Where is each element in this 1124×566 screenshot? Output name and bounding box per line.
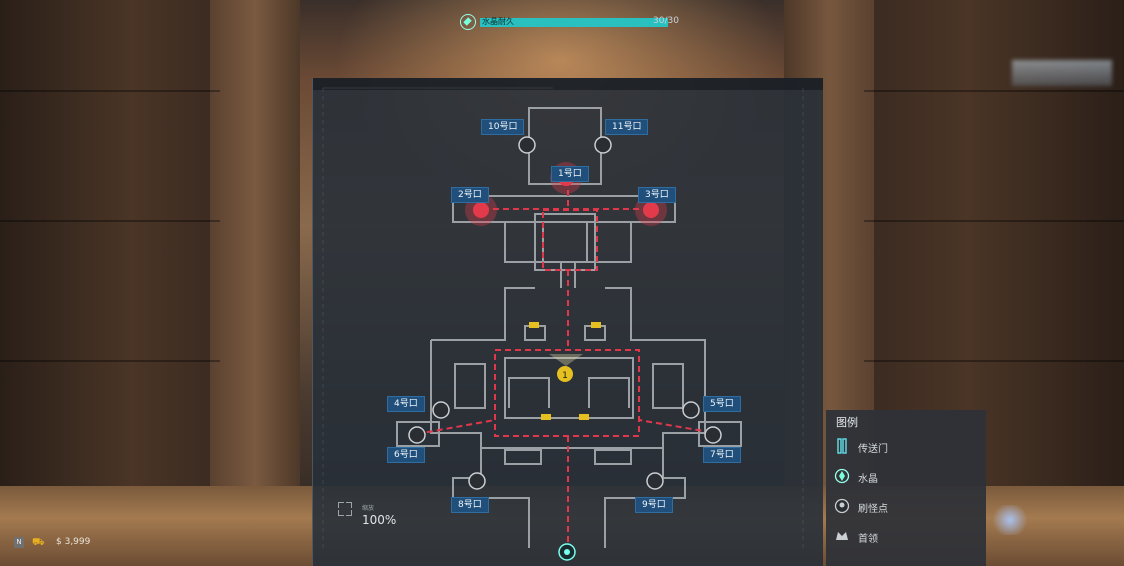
pillar-seam	[864, 90, 1124, 92]
crystal-icon	[460, 14, 476, 30]
boss-vision-cone	[549, 354, 583, 366]
spawn-tag-6: 6号口	[387, 447, 425, 463]
spawn-tag-4: 4号口	[387, 396, 425, 412]
spawn-point-icon	[518, 136, 536, 154]
boss-icon	[557, 366, 573, 382]
legend-label: 首领	[858, 534, 878, 545]
legend-label: 传送门	[858, 444, 888, 455]
zoom-reset-button[interactable]	[338, 502, 352, 516]
spawn-tag-7: 7号口	[703, 447, 741, 463]
spawn-point-icon	[704, 426, 722, 444]
particle-glow	[990, 505, 1030, 535]
map-panel[interactable]: 1 1号口 2号口 3号口 4号口 5号口 6号口 7号口 8号口 9号口 10…	[312, 78, 823, 566]
map-canvas: 1	[322, 87, 804, 561]
pillar-seam	[864, 360, 1124, 362]
spawn-point-icon	[432, 401, 450, 419]
portal-icon	[837, 438, 847, 454]
spawn-tag-8: 8号口	[451, 497, 489, 513]
spawn-point-icon	[834, 498, 850, 514]
boss-marker-number: 1	[562, 371, 568, 381]
pillar-seam	[0, 220, 220, 222]
crystal-durability-label: 水晶耐久	[482, 17, 514, 26]
legend-title: 图例	[836, 416, 858, 429]
inactive-spawn-icons	[408, 136, 722, 490]
blurred-hud-element	[1012, 60, 1112, 86]
map-grid-decoration	[322, 87, 804, 548]
legend-label: 水晶	[858, 474, 878, 485]
background-pillar-left-inner	[210, 0, 300, 566]
spawn-point-icon	[473, 202, 489, 218]
turret-markers	[529, 322, 601, 420]
legend-label: 刷怪点	[858, 504, 888, 515]
background-pillar-left	[0, 0, 220, 566]
map-frame-top	[313, 78, 823, 90]
money-value: $ 3,999	[56, 537, 91, 547]
crystal-durability-bar	[480, 18, 668, 27]
spawn-point-icon	[682, 401, 700, 419]
pillar-seam	[864, 220, 1124, 222]
spawn-point-icon	[643, 202, 659, 218]
map-legend: 图例 传送门 水晶 刷怪点 首领	[826, 410, 986, 566]
spawn-point-icon	[468, 472, 486, 490]
crystal-icon	[834, 468, 850, 484]
spawn-tag-10: 10号口	[481, 119, 525, 135]
enemy-path	[416, 170, 722, 548]
zoom-label: 缩放	[362, 505, 375, 512]
spawn-point-icon	[594, 136, 612, 154]
pillar-seam	[0, 360, 220, 362]
crystal-durability-hud: 水晶耐久 30/30	[460, 14, 690, 32]
spawn-tag-11: 11号口	[605, 119, 649, 135]
spawn-tag-9: 9号口	[635, 497, 673, 513]
spawn-point-icon	[408, 426, 426, 444]
zoom-value: 100%	[362, 513, 397, 527]
hotkey-badge: N	[14, 537, 24, 548]
crystal-durability-value: 30/30	[653, 16, 679, 26]
spawn-tag-1: 1号口	[551, 166, 589, 182]
boss-icon	[836, 532, 848, 540]
spawn-tag-3: 3号口	[638, 187, 676, 203]
spawn-point-icon	[646, 472, 664, 490]
cart-icon[interactable]: ⛟	[32, 537, 45, 548]
pillar-seam	[0, 90, 220, 92]
spawn-tag-2: 2号口	[451, 187, 489, 203]
spawn-tag-5: 5号口	[703, 396, 741, 412]
